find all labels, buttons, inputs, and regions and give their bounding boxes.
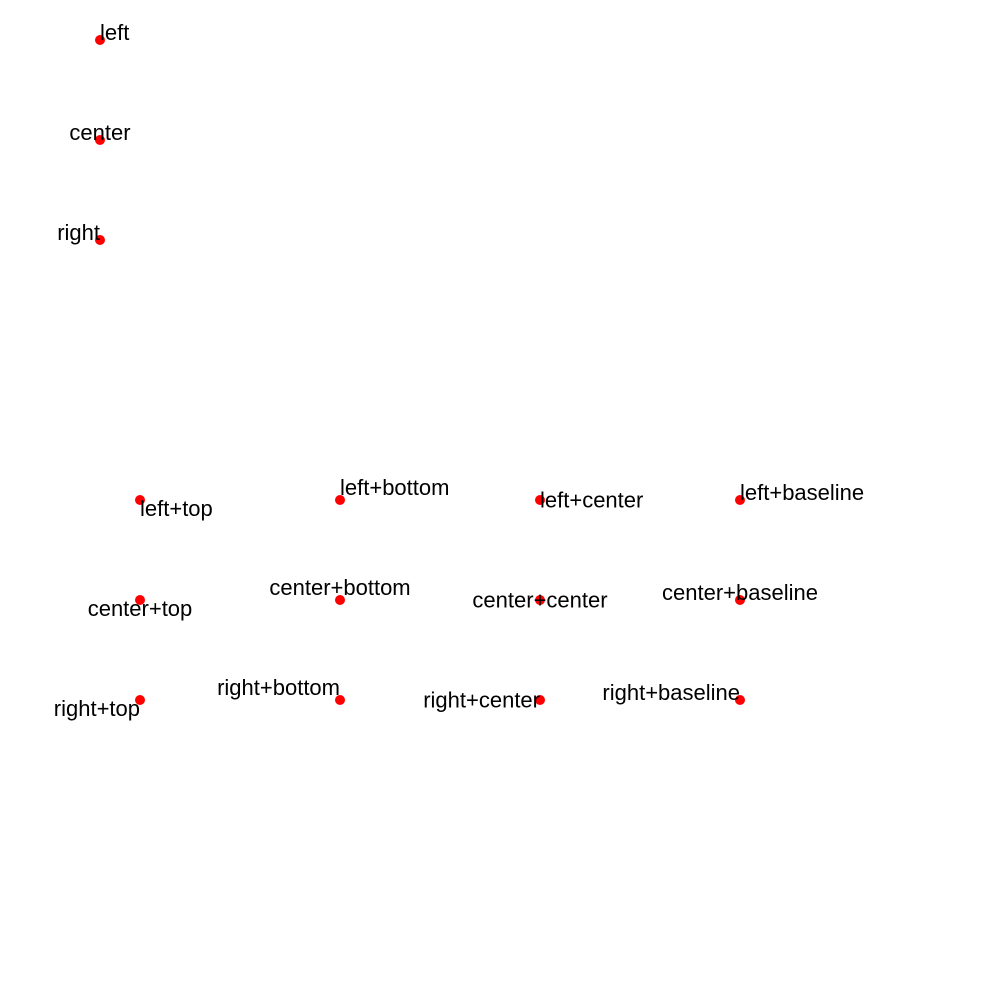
label-center: center (69, 120, 130, 145)
anchor-point-left-top (135, 495, 145, 505)
anchor-point-left-bottom (335, 495, 345, 505)
anchor-point-center-top (135, 595, 145, 605)
anchor-point-left (95, 35, 105, 45)
label-center-top: center+top (88, 596, 193, 621)
label-left-bottom: left+bottom (340, 475, 449, 500)
anchor-point-right-baseline (735, 695, 745, 705)
label-left-top: left+top (140, 496, 213, 521)
label-center-center: center+center (472, 588, 607, 613)
anchor-point-right-bottom (335, 695, 345, 705)
label-right-baseline: right+baseline (602, 680, 740, 705)
anchor-point-left-baseline (735, 495, 745, 505)
anchor-point-right-center (535, 695, 545, 705)
label-right-center: right+center (423, 688, 540, 713)
anchor-point-center-center (535, 595, 545, 605)
label-right-bottom: right+bottom (217, 675, 340, 700)
anchor-point-center-bottom (335, 595, 345, 605)
anchor-point-center (95, 135, 105, 145)
anchor-point-right-top (135, 695, 145, 705)
anchor-point-right (95, 235, 105, 245)
label-left: left (100, 20, 129, 45)
label-center-baseline: center+baseline (662, 580, 818, 605)
anchor-point-left-center (535, 495, 545, 505)
anchor-point-center-baseline (735, 595, 745, 605)
label-right-top: right+top (54, 696, 140, 721)
label-left-center: left+center (540, 488, 643, 513)
label-right: right (57, 220, 100, 245)
label-center-bottom: center+bottom (269, 575, 410, 600)
label-left-baseline: left+baseline (740, 480, 864, 505)
horizontal-alignment-group: left center right (57, 20, 131, 245)
combined-alignment-group: left+top left+bottom left+center left+basel… (54, 475, 864, 721)
